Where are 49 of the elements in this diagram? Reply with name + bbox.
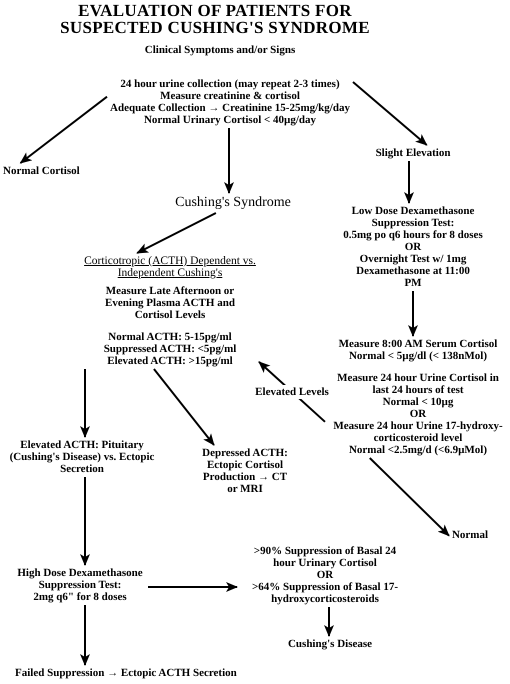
step-text: Normal < 10µg — [382, 396, 454, 408]
arrow — [352, 81, 428, 146]
outcome-heading: Cushing's Syndrome — [172, 193, 294, 213]
step-text: Normal ACTH: 5-15pg/ml — [107, 331, 233, 343]
arrow — [80, 477, 90, 566]
arrow — [408, 291, 418, 337]
step-text: >64% Suppression of Basal 17-hydroxycorticosteroids — [250, 581, 400, 605]
step-text: 2mg q6" for 8 doses — [32, 591, 128, 603]
arrow — [80, 369, 90, 438]
step-text: Failed Suppression → Ectopic ACTH Secretion — [12, 665, 240, 681]
step-text: Measure 24 hour Urine Cortisol in last 24 hours of test — [336, 372, 500, 396]
step-text: Measure creatinine & cortisol — [159, 90, 301, 102]
step-text: Normal — [448, 527, 492, 543]
step-text: Normal Cortisol — [0, 163, 83, 179]
arrow — [80, 605, 90, 666]
step-text: Cushing's Disease — [284, 636, 376, 652]
arrow — [324, 607, 334, 637]
step-text: Elevated ACTH: >15pg/ml — [106, 355, 234, 367]
arrow — [369, 457, 450, 536]
step-text: Measure 8:00 AM Serum Cortisol — [338, 338, 498, 350]
step-text: High Dose Dexamethasone Suppression Test: — [16, 567, 144, 591]
arrow — [20, 96, 108, 164]
step-text: OR — [316, 569, 334, 581]
arrow — [404, 161, 414, 204]
edge-label: Elevated Levels — [253, 384, 331, 399]
diagram-title: EVALUATION OF PATIENTS FOR SUSPECTED CUSHING'S SYNDROME — [59, 2, 371, 36]
start-text: Clinical Symptoms and/or Signs — [144, 44, 296, 56]
step-text: OR — [408, 408, 428, 420]
step-text: Adequate Collection → Creatinine 15-25mg/kg/day — [110, 102, 350, 114]
arrow — [153, 368, 215, 446]
step-text: Elevated ACTH: Pituitary (Cushing's Disease) vs. Ectopic Secretion — [0, 437, 164, 477]
step-text: Slight Elevation — [372, 145, 454, 161]
step-text: Depressed ACTH: Ectopic Cortisol Production → CT or MRI — [197, 445, 293, 497]
step-text: Normal < 5µg/dl (< 138nMol) — [348, 350, 488, 362]
step-text: 0.5mg po q6 hours for 8 doses — [343, 229, 483, 241]
step-text: Normal Urinary Cortisol < 40µg/day — [142, 114, 318, 126]
step-text: Normal <2.5mg/d (<6.9µMol) — [348, 444, 488, 456]
step-text: Low Dose Dexamethasone Suppression Test: — [350, 205, 476, 229]
step-text: Measure Late Afternoon or Evening Plasma ACTH and Cortisol Levels — [104, 285, 236, 321]
step-text: >90% Suppression of Basal 24 hour Urinary Cortisol — [252, 545, 398, 569]
step-text: Overnight Test w/ 1mg Dexamethasone at 11:00 PM — [355, 253, 471, 289]
section-heading: Corticotropic (ACTH) Dependent vs. Independent Cushing's — [84, 255, 256, 279]
arrow — [224, 128, 234, 194]
step-text: Measure 24 hour Urine 17-hydroxy-corticosteroid level — [332, 420, 504, 444]
step-text: 24 hour urine collection (may repeat 2-3 times) — [119, 78, 341, 90]
arrow — [136, 212, 216, 254]
step-text: OR — [404, 241, 422, 253]
step-text: Suppressed ACTH: <5pg/ml — [102, 343, 238, 355]
arrow — [148, 582, 238, 592]
